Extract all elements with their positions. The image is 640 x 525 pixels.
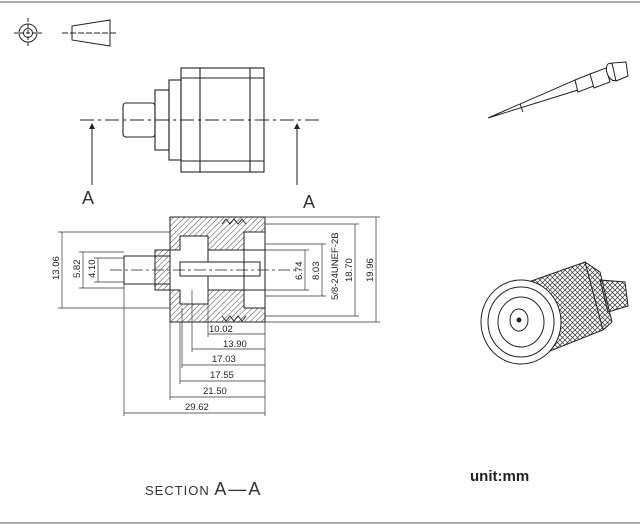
vertical-dimension-texts: 13.06 5.82 4.10 6.74 8.03 5/8-24UNEF-2B … (51, 232, 376, 300)
unit-label: unit:mm (470, 468, 530, 485)
dim-13-90: 13.90 (223, 339, 247, 350)
connector-top-view (122, 67, 265, 173)
vertical-dimension-lines (58, 216, 380, 323)
contact-pin-illustration (487, 61, 629, 119)
section-view (123, 216, 266, 323)
dim-29-62: 29.62 (185, 402, 209, 413)
horizontal-dimension-lines (123, 284, 266, 416)
dim-13-06: 13.06 (51, 256, 62, 280)
dim-19-96: 19.96 (365, 258, 376, 282)
section-word: SECTION (145, 483, 210, 498)
dim-17-55: 17.55 (210, 370, 234, 381)
section-mark-left: A (82, 188, 94, 208)
dim-thread: 5/8-24UNEF-2B (330, 232, 341, 300)
section-mark-right: A (303, 192, 315, 212)
dim-4-10: 4.10 (87, 260, 98, 279)
dim-18-70: 18.70 (344, 258, 355, 282)
dim-21-50: 21.50 (203, 386, 227, 397)
body-lower-hatch (169, 289, 266, 323)
section-name: A—A (214, 479, 263, 499)
projection-symbol (14, 18, 118, 48)
dim-17-03: 17.03 (212, 354, 236, 365)
horizontal-dimension-texts: 10.02 13.90 17.03 17.55 21.50 29.62 (185, 324, 247, 413)
dim-5-82: 5.82 (72, 260, 83, 279)
dim-10-02: 10.02 (209, 324, 233, 335)
body-upper-hatch (169, 216, 266, 251)
section-title: SECTION A—A (145, 479, 262, 500)
connector-3d-illustration (480, 261, 629, 365)
dim-8-03: 8.03 (311, 262, 322, 281)
dim-6-74: 6.74 (294, 262, 305, 281)
